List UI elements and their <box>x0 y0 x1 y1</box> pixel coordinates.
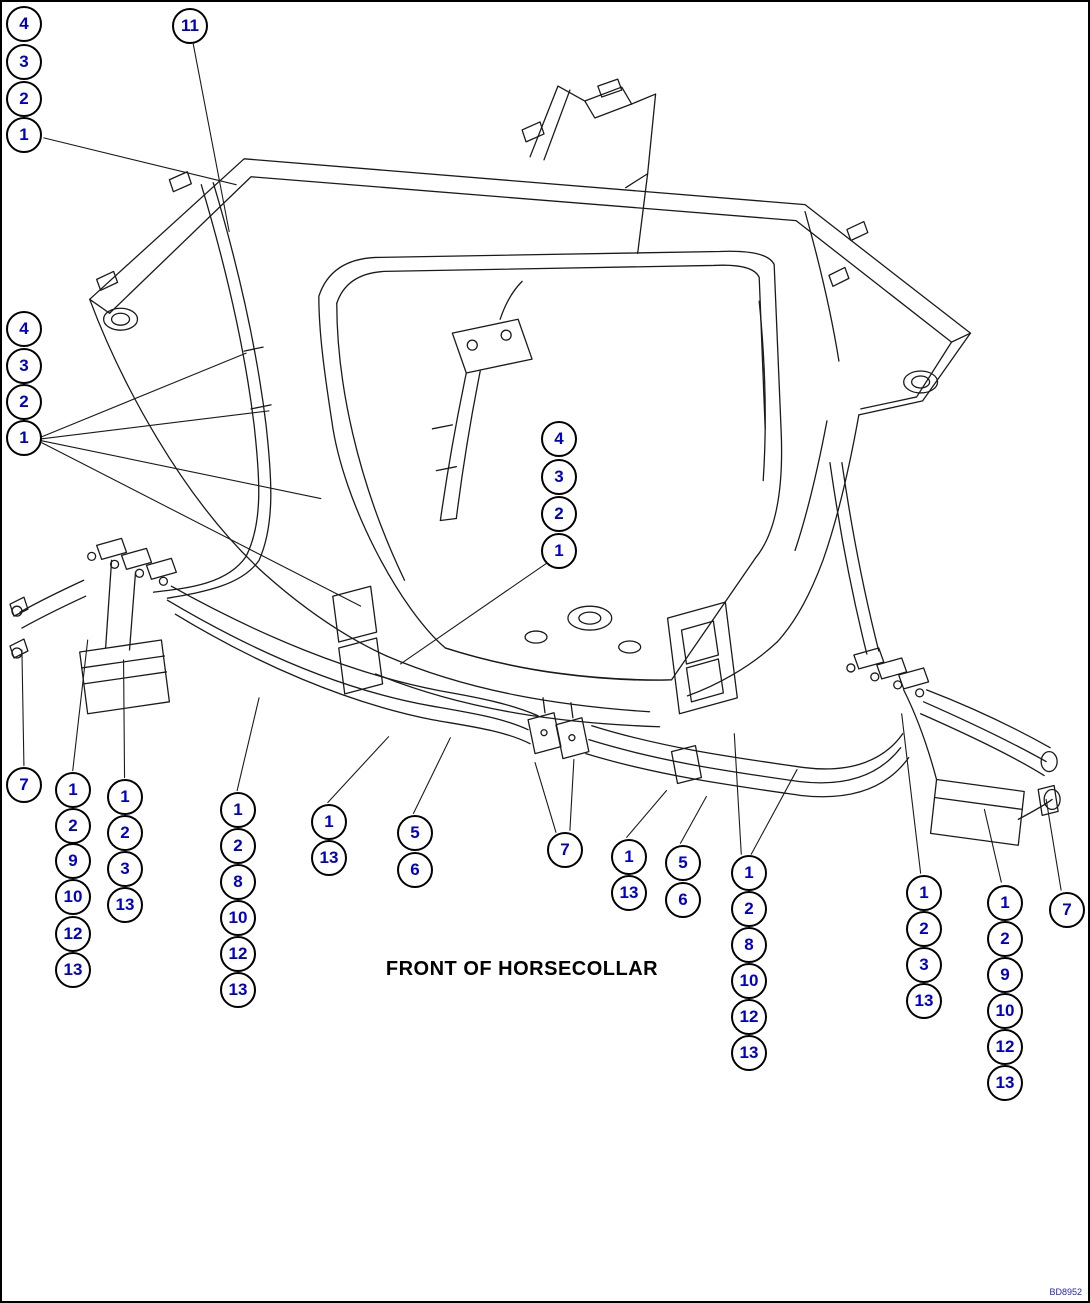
callout: 13 <box>987 1065 1023 1101</box>
callout: 2 <box>55 808 91 844</box>
callout: 13 <box>731 1035 767 1071</box>
callout: 1 <box>611 839 647 875</box>
callout: 10 <box>220 900 256 936</box>
right-top-brackets <box>804 210 869 362</box>
callout: 1 <box>220 792 256 828</box>
callout: 12 <box>731 999 767 1035</box>
callout: 1 <box>6 117 42 153</box>
callout: 1 <box>987 885 1023 921</box>
callout: 11 <box>172 8 208 44</box>
callout: 13 <box>107 887 143 923</box>
callout: 3 <box>906 947 942 983</box>
callout: 13 <box>311 840 347 876</box>
callout: 7 <box>547 832 583 868</box>
callout: 2 <box>906 911 942 947</box>
callout: 2 <box>541 496 577 532</box>
callout: 8 <box>220 864 256 900</box>
callout: 2 <box>6 384 42 420</box>
top-mast <box>521 78 657 255</box>
drawing-code: BD8952 <box>1049 1287 1082 1297</box>
callout: 7 <box>1049 892 1085 928</box>
bottom-deck-details <box>524 605 642 654</box>
callout: 1 <box>311 804 347 840</box>
callout: 6 <box>397 852 433 888</box>
callout: 1 <box>107 779 143 815</box>
callout: 12 <box>220 936 256 972</box>
callout: 3 <box>6 348 42 384</box>
leader-lines <box>21 43 1062 891</box>
callout: 2 <box>107 815 143 851</box>
callout: 12 <box>55 916 91 952</box>
left-manifold <box>9 537 178 715</box>
callout: 13 <box>611 875 647 911</box>
callout: 8 <box>731 927 767 963</box>
callout: 12 <box>987 1029 1023 1065</box>
callout: 13 <box>220 972 256 1008</box>
callout: 7 <box>6 767 42 803</box>
frame-top-deck <box>89 158 972 416</box>
figure-caption: FRONT OF HORSECOLLAR <box>385 958 659 980</box>
callout: 2 <box>6 81 42 117</box>
callout: 9 <box>987 957 1023 993</box>
frame-right-pillar <box>666 300 939 715</box>
callout: 13 <box>906 983 942 1019</box>
callout: 9 <box>55 843 91 879</box>
callout: 3 <box>6 44 42 80</box>
callout: 5 <box>397 815 433 851</box>
callout: 1 <box>541 533 577 569</box>
callout: 2 <box>220 828 256 864</box>
callout: 13 <box>55 952 91 988</box>
frame-left-pillar <box>89 298 673 728</box>
callout: 3 <box>107 851 143 887</box>
right-manifold <box>829 462 1061 846</box>
center-hoses <box>166 585 910 798</box>
callout: 5 <box>665 845 701 881</box>
callout: 2 <box>987 921 1023 957</box>
callout: 10 <box>55 879 91 915</box>
callout: 3 <box>541 459 577 495</box>
callout: 1 <box>731 855 767 891</box>
callout: 1 <box>6 420 42 456</box>
callout: 2 <box>731 891 767 927</box>
callout: 4 <box>6 6 42 42</box>
left-hose-bundle <box>96 171 272 599</box>
callout: 4 <box>6 311 42 347</box>
callout: 10 <box>987 993 1023 1029</box>
callout: 6 <box>665 882 701 918</box>
callout: 1 <box>906 875 942 911</box>
callout: 4 <box>541 421 577 457</box>
center-bracket <box>431 280 533 522</box>
callout: 1 <box>55 772 91 808</box>
callout: 10 <box>731 963 767 999</box>
